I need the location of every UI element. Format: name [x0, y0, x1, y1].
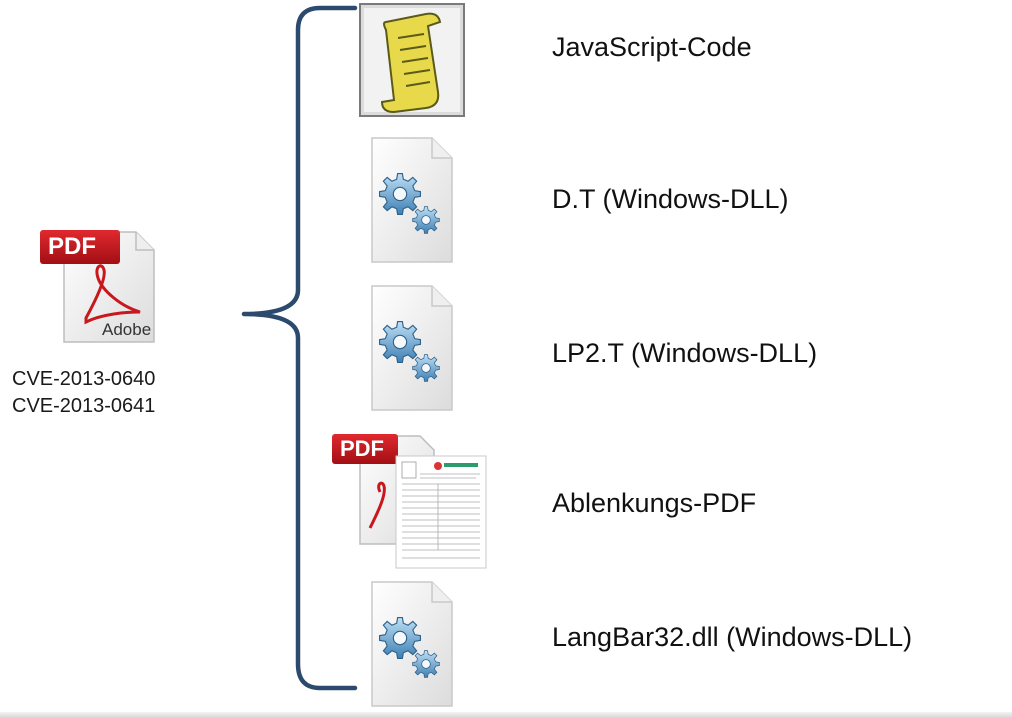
cve-label-1: CVE-2013-0640 [12, 368, 156, 390]
source-pdf-icon: PDF Adobe [36, 226, 160, 346]
curly-brace [241, 5, 358, 691]
bottom-divider [0, 712, 1012, 718]
pdf-document-icon: PDF [330, 428, 490, 572]
item-label-lp2t: LP2.T (Windows-DLL) [552, 338, 818, 368]
dll-gears-icon [370, 136, 456, 266]
pdf-badge: PDF [340, 436, 384, 461]
item-label-javascript: JavaScript-Code [552, 32, 752, 62]
source-pdf-badge: PDF [48, 233, 96, 260]
dll-gears-icon [370, 284, 456, 414]
adobe-logo-text: Adobe [102, 320, 152, 339]
item-label-dt: D.T (Windows-DLL) [552, 184, 789, 214]
cve-label-2: CVE-2013-0641 [12, 395, 156, 417]
item-label-decoy-pdf: Ablenkungs-PDF [552, 488, 757, 518]
dll-gears-icon [370, 580, 456, 710]
script-scroll-icon [358, 0, 468, 120]
item-label-langbar: LangBar32.dll (Windows-DLL) [552, 622, 913, 652]
